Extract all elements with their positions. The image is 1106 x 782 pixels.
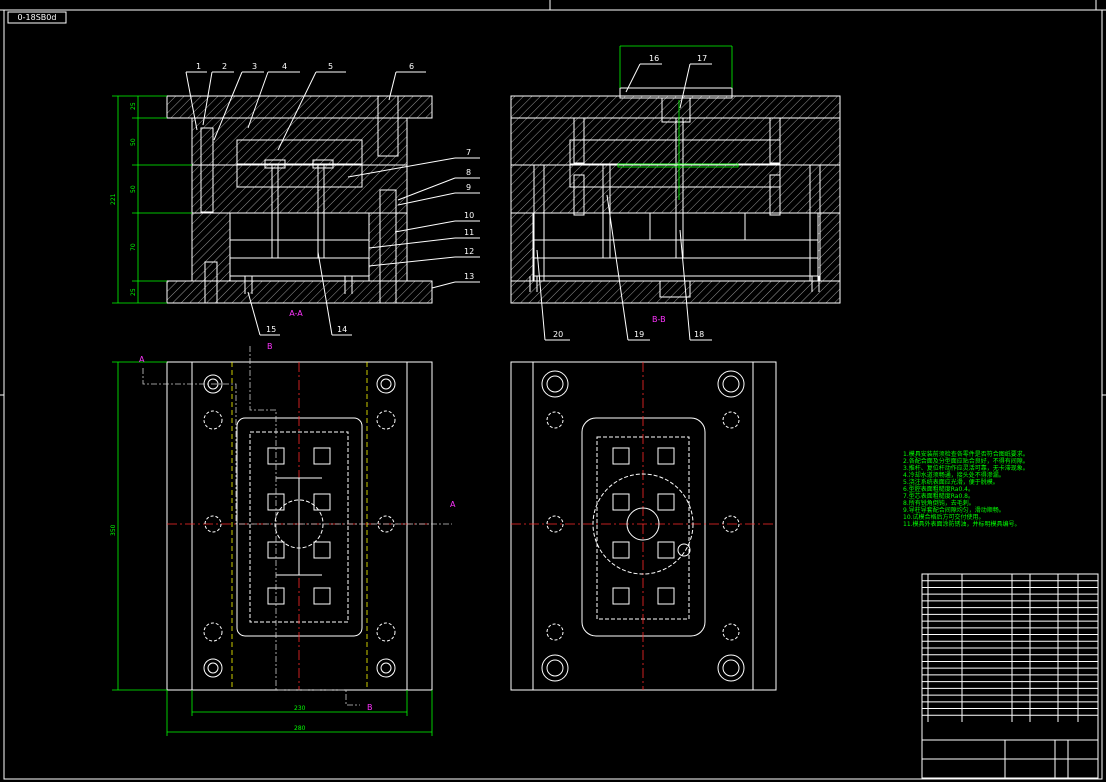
part-no: 7: [466, 148, 471, 157]
dim-plate5: 25: [130, 288, 137, 296]
cavity-insert: [236, 139, 363, 165]
dim-overall-height: 221: [110, 193, 117, 205]
aa-part-numbers: 1 2 3 4 5 6 7 8 9 10 11 12 13 15 14: [196, 62, 474, 334]
guide-pillar: [200, 127, 214, 213]
core-insert: [236, 164, 363, 188]
bottom-clamp-plate: [166, 280, 433, 304]
tech-note: 8.所有锐角倒钝，去毛刺。: [903, 499, 975, 507]
part-no: 4: [282, 62, 287, 71]
spacer-block-left: [191, 212, 231, 282]
cavity-plate: [191, 117, 408, 166]
technical-notes: 1.模具安装前须检查各零件是否符合图纸要求。 2.各配合面及分型面应贴合良好，不…: [903, 450, 1029, 528]
dim-plate3: 50: [130, 185, 137, 193]
dim-inner-width: 230: [294, 705, 306, 712]
tech-note: 5.浇注系统表面应光滑，便于脱模。: [903, 478, 999, 486]
part-no: 1: [196, 62, 201, 71]
bb-top-clamp-plate: [510, 95, 841, 119]
tech-note: 1.模具安装前须检查各零件是否符合图纸要求。: [903, 450, 1029, 458]
dim-overall-length: 350: [110, 524, 117, 536]
part-no: 10: [464, 211, 474, 220]
tech-note: 11.模具外表面涂防锈油，并标明模具编号。: [903, 520, 1021, 528]
part-no: 11: [464, 228, 474, 237]
bb-leaders: [536, 63, 712, 341]
dim-plate2: 50: [130, 138, 137, 146]
aa-dimension-chain: [112, 95, 192, 304]
cut-marker-a: A: [450, 500, 456, 509]
tech-note: 10.试模合格后方可交付使用。: [903, 513, 985, 521]
dim-outer-width: 280: [294, 725, 306, 732]
plan-view-fixed-half: [510, 361, 777, 691]
part-no: 13: [464, 272, 474, 281]
part-no: 20: [553, 330, 563, 339]
part-no: 3: [252, 62, 257, 71]
part-no: 14: [337, 325, 347, 334]
part-no: 12: [464, 247, 474, 256]
dim-plate4: 70: [130, 243, 137, 251]
socket-screw-bottom: [204, 261, 218, 304]
tech-note: 7.型芯表面粗糙度Ra0.8。: [903, 492, 974, 500]
part-no: 6: [409, 62, 414, 71]
cut-marker-b: B: [267, 342, 273, 351]
cut-path-lines: [142, 346, 452, 706]
tech-note: 4.冷却水道须畅通，接头处不得渗漏。: [903, 471, 1005, 479]
plan-left-dims: [112, 361, 433, 736]
label-section-bb: B-B: [652, 315, 666, 324]
tech-note: 2.各配合面及分型面应贴合良好，不得有间隙。: [903, 457, 1029, 465]
aa-leaders: [185, 71, 480, 336]
ejector-retainer-plate: [229, 239, 370, 259]
part-no: 16: [649, 54, 659, 63]
section-b-b: B-B: [510, 45, 841, 324]
bb-overall-dim: [619, 45, 733, 88]
drawing-number-box: 0-18SB0d: [7, 11, 67, 24]
plan-view-moving-half: 350 230 280 A A B B: [110, 342, 456, 736]
part-no: 5: [328, 62, 333, 71]
tech-note: 9.导柱导套配合间隙均匀，滑动顺畅。: [903, 506, 1005, 514]
tech-note: 3.推杆、复位杆动作应灵活可靠，无卡滞现象。: [903, 464, 1029, 472]
bb-part-numbers: 16 17 18 19 20: [553, 54, 707, 339]
title-block: [921, 573, 1099, 779]
cut-marker-b: B: [367, 703, 373, 712]
tech-note: 6.型腔表面粗糙度Ra0.4。: [903, 485, 974, 493]
part-no: 18: [694, 330, 704, 339]
plan-right-cavities: [612, 447, 675, 605]
cut-marker-a: A: [139, 355, 145, 364]
socket-screw-top: [377, 95, 399, 157]
runner: [617, 163, 739, 168]
section-a-a: 25 50 50 70 25 221 A-A: [110, 95, 433, 318]
part-no: 15: [266, 325, 276, 334]
part-no: 17: [697, 54, 707, 63]
part-no: 19: [634, 330, 644, 339]
part-no: 9: [466, 183, 471, 192]
plan-right-bolt-holes: [541, 370, 745, 682]
label-section-aa: A-A: [289, 309, 303, 318]
ejector-plate: [229, 257, 370, 277]
drawing-number: 0-18SB0d: [18, 13, 57, 22]
part-no: 2: [222, 62, 227, 71]
dim-plate1: 25: [130, 102, 137, 110]
part-no: 8: [466, 168, 471, 177]
